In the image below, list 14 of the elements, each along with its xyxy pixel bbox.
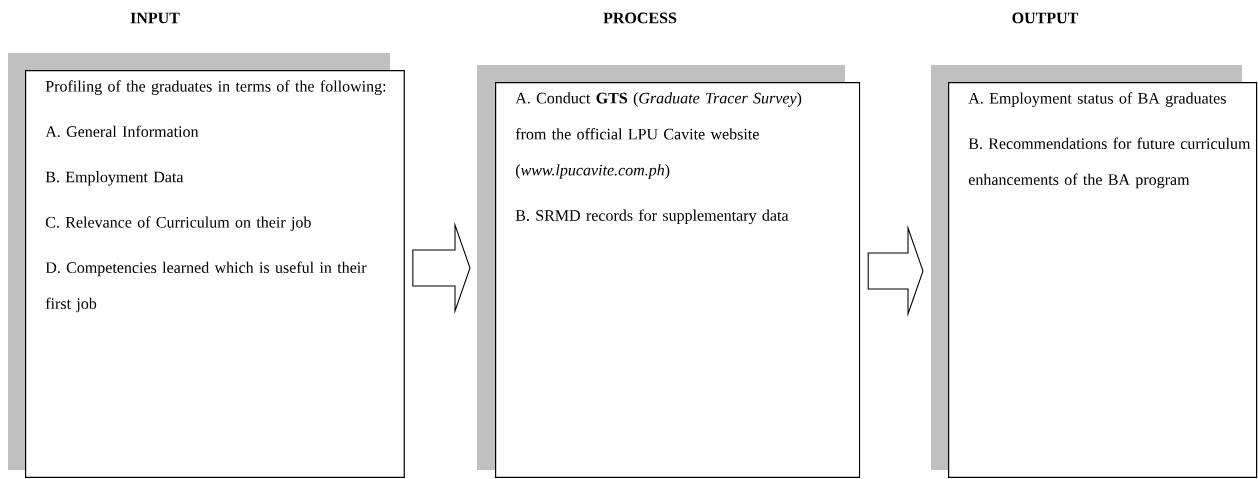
list-item: B. SRMD records for supplementary data <box>515 209 789 225</box>
list-item: D. Competencies learned which is useful in their first job <box>45 261 367 313</box>
block-arrow <box>412 221 471 315</box>
block-arrow <box>867 224 924 318</box>
list-item: A. Conduct GTS (Graduate Tracer Survey) from the official LPU Cavite website (www.lpucavite.com.ph) <box>515 92 802 179</box>
column-heading: INPUT <box>130 12 180 24</box>
list-item: B. Employment Data <box>45 171 184 186</box>
column-heading: PROCESS <box>603 12 677 24</box>
list-item: B. Recommendations for future curriculum enhancements of the BA program <box>968 137 1251 189</box>
list-item: A. Employment status of BA graduates <box>968 92 1226 107</box>
column-heading: OUTPUT <box>1012 12 1079 24</box>
list-item: Profiling of the graduates in terms of the following: <box>45 80 386 95</box>
list-item: C. Relevance of Curriculum on their job <box>45 216 311 231</box>
list-item: A. General Information <box>45 125 199 138</box>
